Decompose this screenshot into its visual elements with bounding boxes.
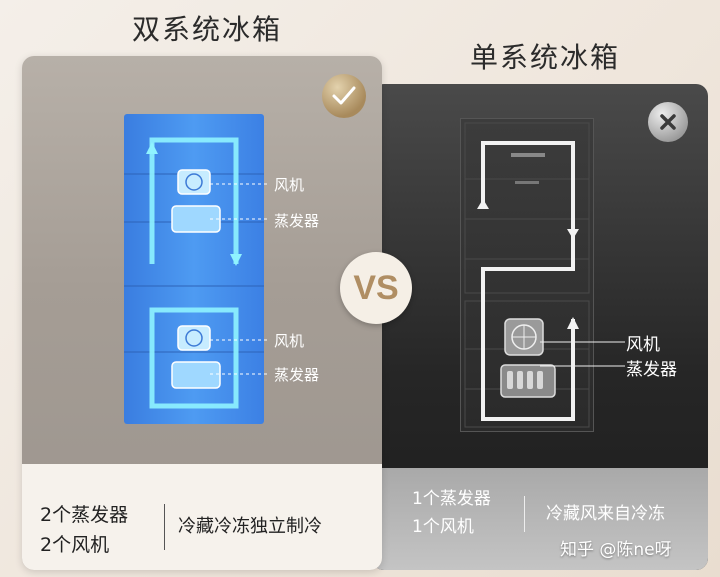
- dual-divider: [164, 504, 165, 550]
- single-feature: 冷藏风来自冷冻: [546, 504, 665, 524]
- close-icon: [648, 102, 688, 142]
- single-system-footer: [372, 468, 708, 570]
- title-dual-system: 双系统冰箱: [132, 13, 283, 46]
- single-divider: [524, 496, 525, 532]
- dual-system-footer: [22, 464, 382, 570]
- dual-fan-bottom-label: 风机: [274, 332, 305, 350]
- dual-spec-evaporators: 2个蒸发器: [40, 504, 129, 526]
- single-system-callout-lines: [540, 341, 625, 367]
- dual-evaporator-bottom-label: 蒸发器: [274, 366, 320, 384]
- title-single-system: 单系统冰箱: [470, 41, 621, 74]
- watermark: 知乎 @陈ne呀: [560, 540, 672, 560]
- single-system-airflow-diagram: [464, 122, 590, 428]
- single-evaporator-label: 蒸发器: [626, 360, 677, 380]
- dual-system-airflow-diagram: [124, 137, 264, 409]
- dual-system-callout-lines: [210, 183, 270, 375]
- dual-spec-fans: 2个风机: [40, 534, 110, 556]
- single-system-fridge: [460, 118, 594, 432]
- single-spec-fan: 1个风机: [412, 517, 474, 537]
- dual-evaporator-top-label: 蒸发器: [274, 212, 320, 230]
- single-fan-label: 风机: [626, 335, 660, 355]
- vs-badge: VS: [340, 252, 412, 324]
- dual-system-fridge: [124, 114, 264, 424]
- dual-fan-top-label: 风机: [274, 176, 305, 194]
- check-icon: [322, 74, 366, 118]
- dual-feature: 冷藏冷冻独立制冷: [178, 516, 322, 537]
- single-spec-evaporator: 1个蒸发器: [412, 489, 491, 509]
